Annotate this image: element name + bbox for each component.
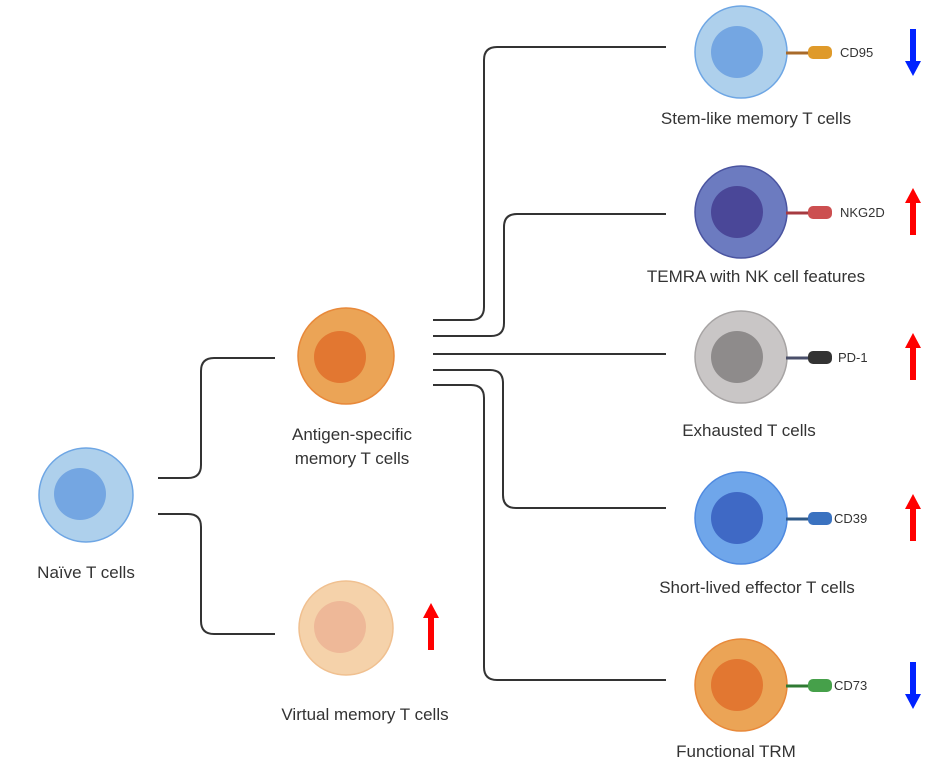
arrow-up-icon <box>905 188 921 235</box>
cell-nucleus <box>711 26 763 78</box>
trend-arrow-icon <box>905 188 921 235</box>
cell-naive <box>38 447 134 543</box>
connector-to-stem-like <box>433 46 666 321</box>
cell-exhausted <box>694 310 921 404</box>
label-antigen-specific-line1: Antigen-specific <box>291 425 413 444</box>
cell-temra <box>694 165 921 259</box>
cell-nucleus <box>314 331 366 383</box>
receptor-icon <box>808 206 832 219</box>
trend-arrow-icon <box>905 333 921 380</box>
cell-nucleus <box>711 492 763 544</box>
marker-label-cd95: CD95 <box>840 45 874 60</box>
cell-antigen-specific <box>297 307 395 405</box>
marker-label-cd73: CD73 <box>834 678 868 693</box>
connector-to-short-lived <box>433 369 666 509</box>
receptor-icon <box>808 512 832 525</box>
label-virtual-memory: Virtual memory T cells <box>281 705 449 724</box>
receptor-icon <box>808 46 832 59</box>
receptor-icon <box>808 679 832 692</box>
arrow-up-icon <box>905 333 921 380</box>
label-short-lived-effector: Short-lived effector T cells <box>659 578 855 597</box>
arrow-down-icon <box>905 662 921 709</box>
trend-arrow-icon <box>423 603 439 650</box>
connector-to-functional-trm <box>433 384 666 681</box>
label-functional-trm: Functional TRM <box>676 742 796 761</box>
cell-nucleus <box>711 659 763 711</box>
cell-short-lived-effector <box>694 471 921 565</box>
arrow-up-icon <box>423 603 439 650</box>
cell-nucleus <box>711 331 763 383</box>
cell-nucleus <box>54 468 106 520</box>
cell-functional-trm <box>694 638 921 732</box>
trend-arrow-icon <box>905 662 921 709</box>
trend-arrow-icon <box>905 29 921 76</box>
arrow-up-icon <box>905 494 921 541</box>
label-naive: Naïve T cells <box>37 563 135 582</box>
marker-label-nkg2d: NKG2D <box>840 205 885 220</box>
connectors <box>158 46 666 681</box>
cell-nucleus <box>314 601 366 653</box>
trend-arrow-icon <box>905 494 921 541</box>
label-antigen-specific-line2: memory T cells <box>294 449 410 468</box>
cell-stem-like-memory <box>694 5 921 99</box>
arrow-down-icon <box>905 29 921 76</box>
label-temra: TEMRA with NK cell features <box>646 267 866 286</box>
marker-label-pd1: PD-1 <box>838 350 868 365</box>
connector-naive-to-virtual <box>158 513 275 635</box>
label-stem-like-memory: Stem-like memory T cells <box>660 109 852 128</box>
marker-label-cd39: CD39 <box>834 511 868 526</box>
connector-to-temra <box>433 213 666 337</box>
label-exhausted: Exhausted T cells <box>682 421 816 440</box>
connector-naive-to-antigen <box>158 357 275 479</box>
cell-nucleus <box>711 186 763 238</box>
cell-virtual-memory <box>298 580 394 676</box>
receptor-icon <box>808 351 832 364</box>
